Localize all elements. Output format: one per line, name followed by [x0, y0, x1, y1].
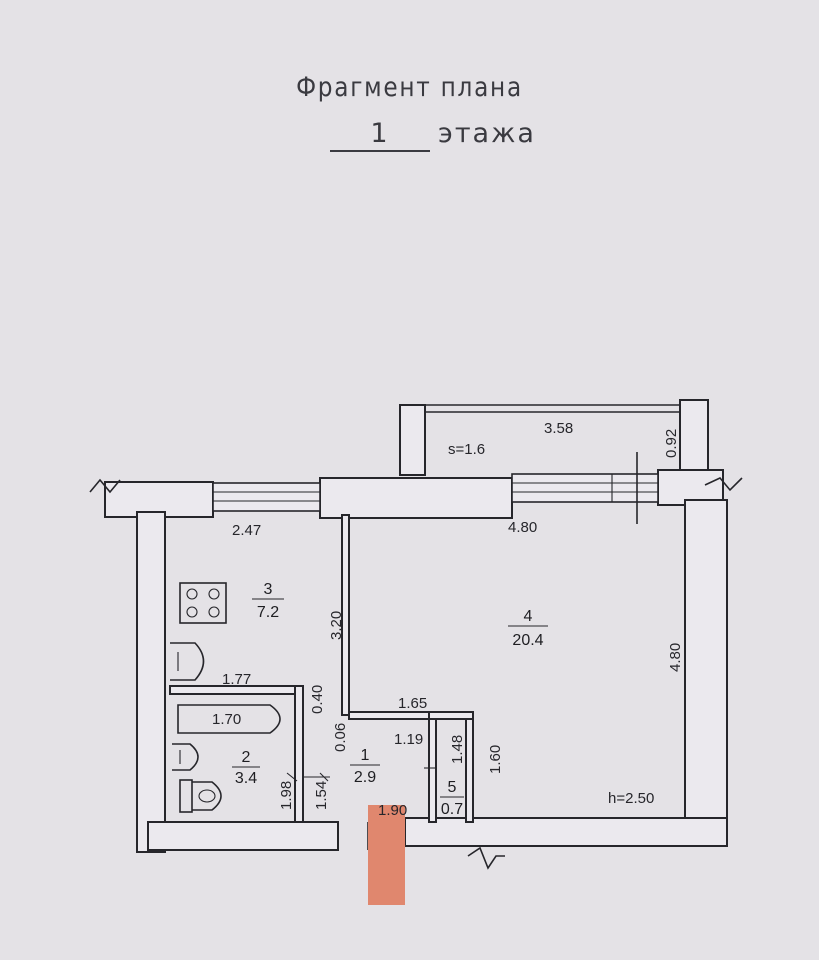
floor-word: этажа — [438, 118, 536, 149]
svg-text:5: 5 — [448, 779, 457, 796]
dim-kitchen-depth: 3.20 — [328, 611, 345, 640]
balcony-depth: 0.92 — [663, 429, 680, 458]
balcony-left-wall — [399, 404, 426, 476]
dim-hall-left: 1.54 — [313, 781, 330, 810]
dim-hall-inner: 1.19 — [394, 731, 423, 748]
room-2-label: 2 3.4 — [232, 749, 260, 787]
dim-wc-length: 1.77 — [222, 671, 251, 688]
room-3-label: 3 7.2 — [252, 581, 284, 621]
balcony-area: s=1.6 — [448, 441, 485, 458]
svg-text:3.4: 3.4 — [235, 770, 257, 787]
svg-text:7.2: 7.2 — [257, 604, 279, 621]
dim-bath-depth: 1.98 — [278, 781, 295, 810]
svg-text:20.4: 20.4 — [512, 632, 543, 649]
balcony-length: 3.58 — [544, 420, 573, 437]
svg-text:2.9: 2.9 — [354, 769, 376, 786]
dim-hall-top: 1.65 — [398, 695, 427, 712]
svg-text:3: 3 — [264, 581, 273, 598]
room-4-label: 4 20.4 — [508, 608, 548, 649]
entrance-marker — [368, 805, 405, 905]
stove-icon — [179, 582, 227, 624]
dim-kitchen-width: 2.47 — [232, 522, 261, 539]
room-5-label: 5 0.7 — [440, 779, 464, 818]
svg-text:4: 4 — [524, 608, 533, 625]
dimension-lines — [286, 718, 436, 782]
dim-hall-bottom: 1.90 — [378, 802, 407, 819]
dim-bath-length: 1.70 — [212, 711, 241, 728]
bathtub-icon — [177, 704, 281, 734]
dim-room-width: 4.80 — [508, 519, 537, 536]
room-1-label: 1 2.9 — [350, 747, 380, 786]
outer-walls — [89, 452, 743, 870]
dim-hall-height: 1.60 — [487, 745, 504, 774]
toilet-icon — [179, 779, 222, 813]
dim-closet-height: 1.48 — [449, 735, 466, 764]
svg-text:0.7: 0.7 — [441, 801, 463, 818]
partitions — [169, 514, 474, 823]
ceiling-height: h=2.50 — [608, 790, 654, 807]
balcony-right-wall — [679, 399, 709, 471]
dim-partition-1: 0.40 — [309, 685, 326, 714]
svg-text:2: 2 — [242, 749, 251, 766]
floor-number: 1 — [330, 118, 430, 152]
dim-room-depth: 4.80 — [667, 643, 684, 672]
sink-icon — [170, 642, 205, 681]
plan-title: Фрагмент плана — [296, 72, 523, 103]
svg-text:1: 1 — [361, 747, 370, 764]
floor-caption: 1 этажа — [330, 118, 770, 152]
dim-partition-2: 0.06 — [332, 723, 349, 752]
balcony — [399, 399, 709, 476]
washbasin-icon — [172, 743, 199, 771]
